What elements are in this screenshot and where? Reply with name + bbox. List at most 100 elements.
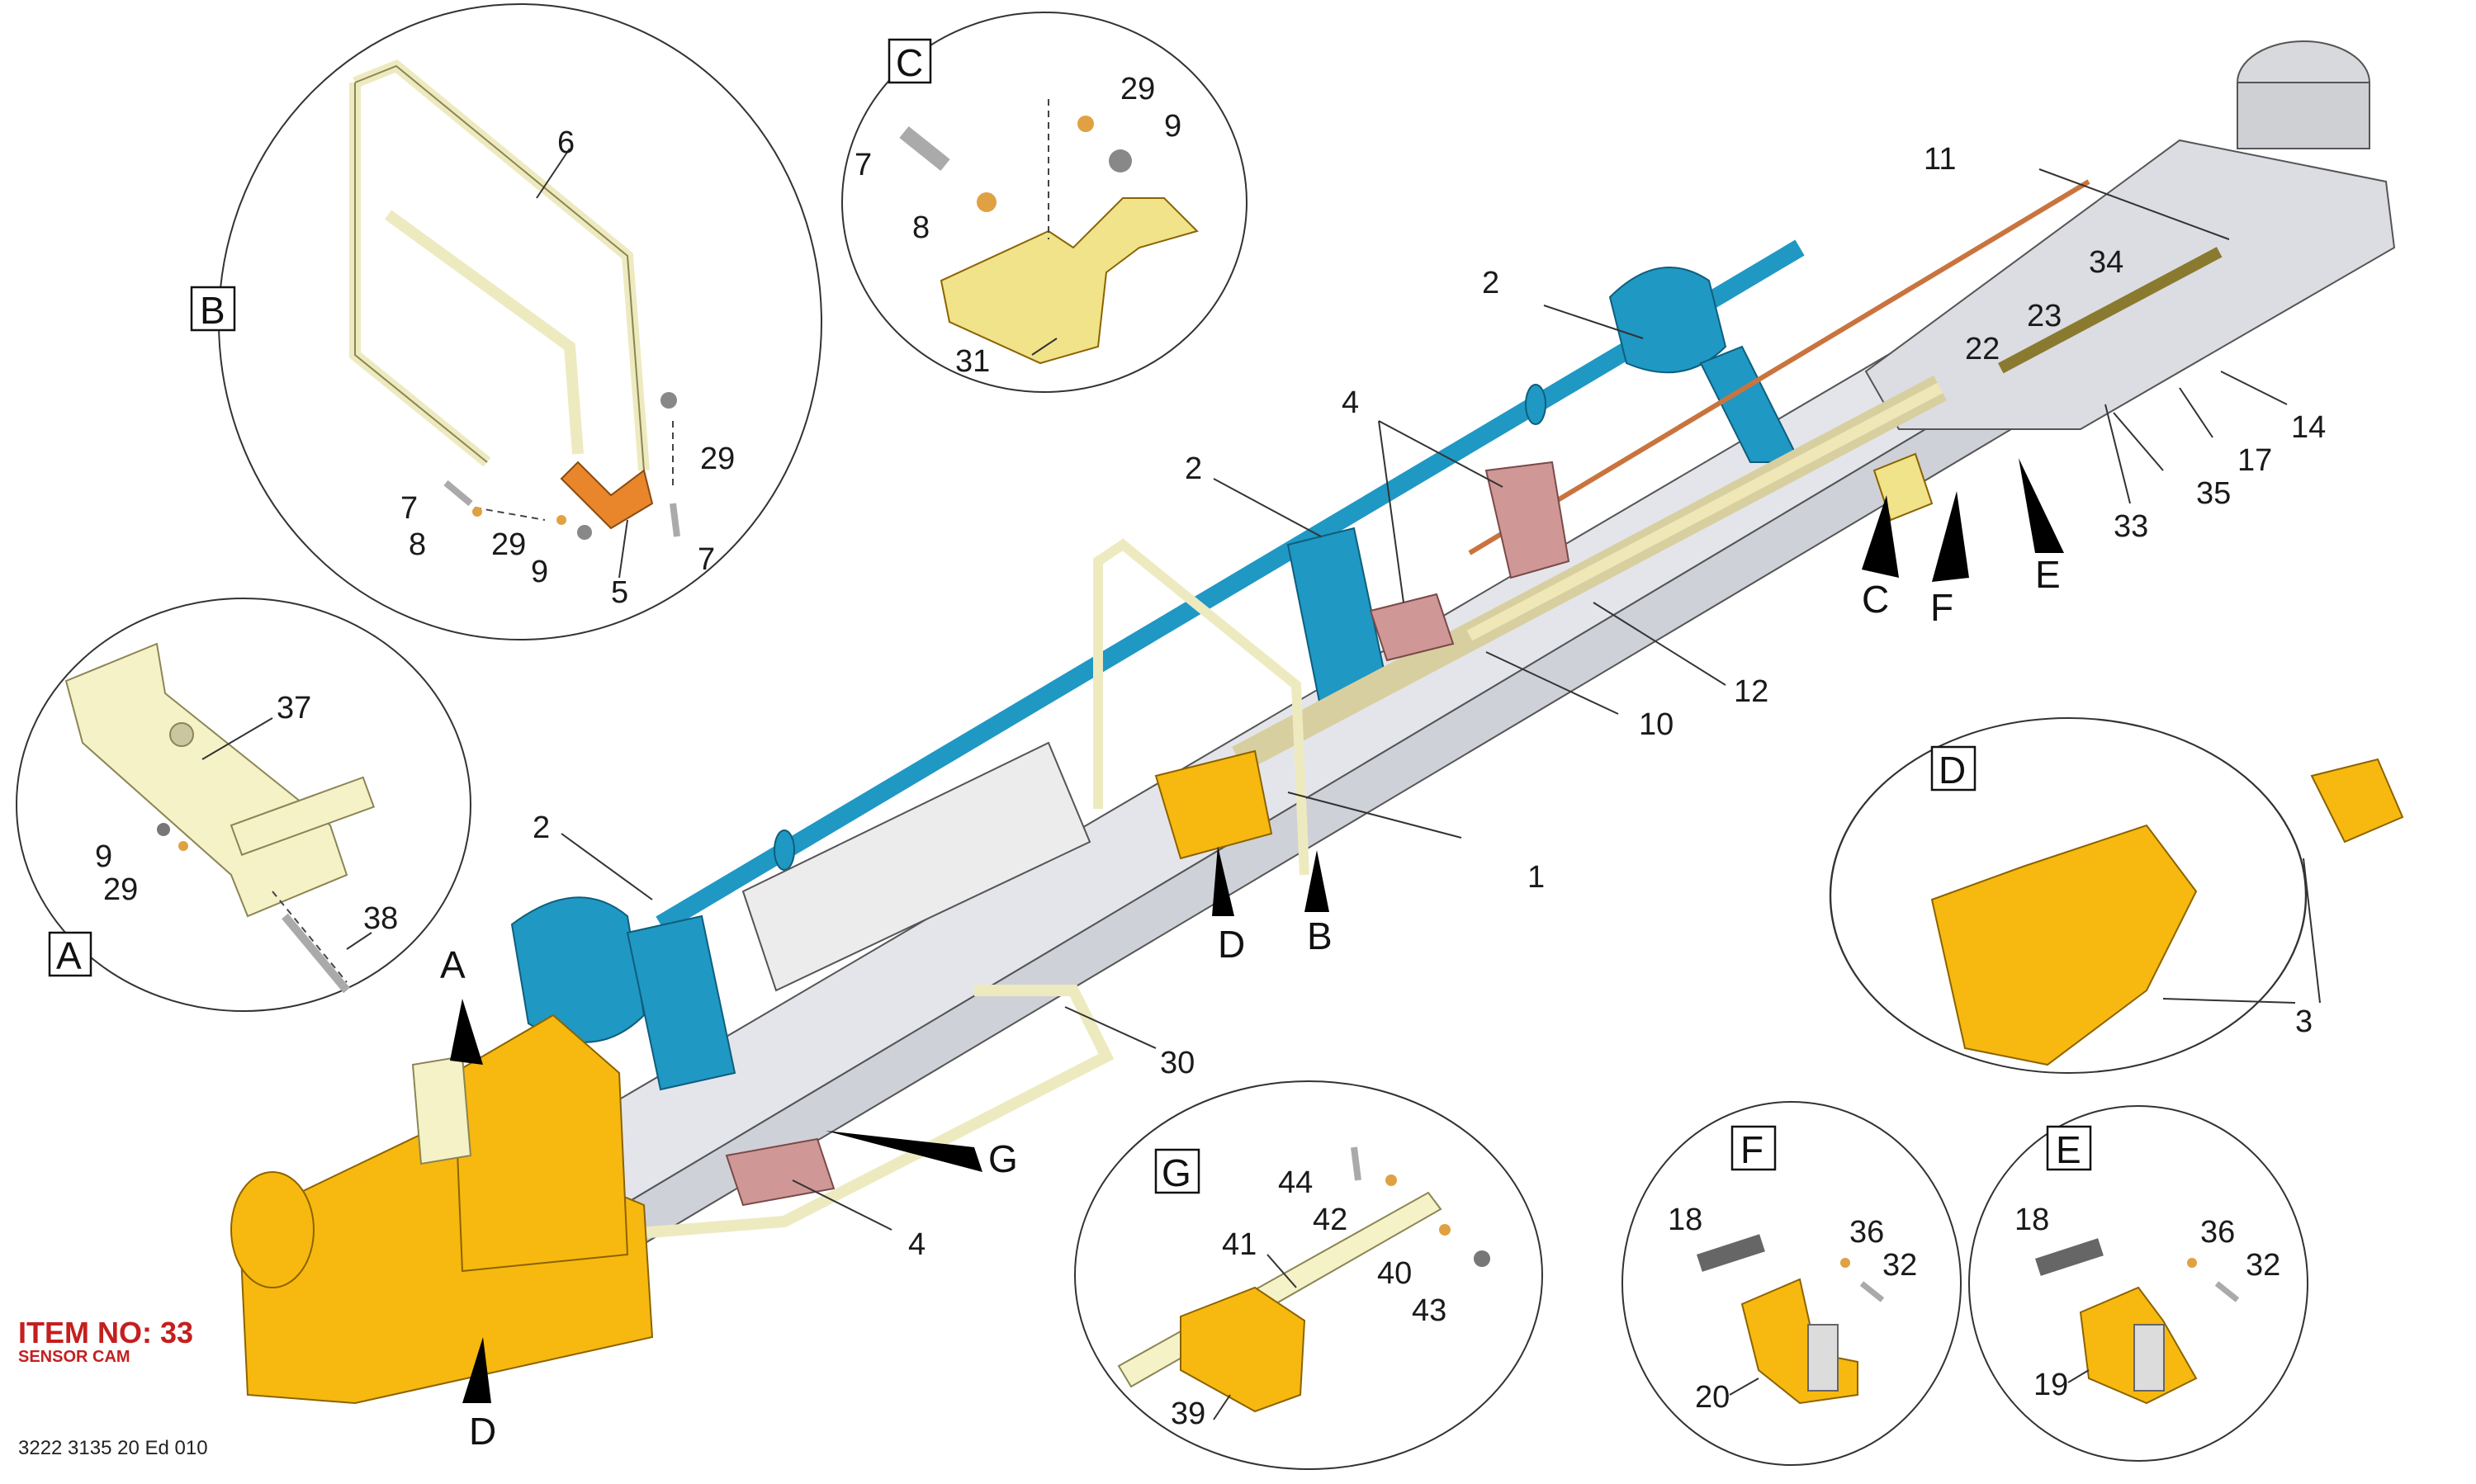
leader-38 [346, 932, 372, 950]
callout-38: 38 [363, 901, 398, 936]
callout-1: 1 [1527, 860, 1545, 895]
callout-6: 6 [557, 125, 575, 160]
callout-4b: 4 [908, 1227, 926, 1262]
nut-43 [1474, 1250, 1490, 1267]
arrow-marker-G [826, 1131, 982, 1172]
callout-42: 42 [1313, 1203, 1347, 1237]
detail-G-label: G [1162, 1151, 1191, 1194]
callout-18b: 18 [2014, 1203, 2049, 1237]
callout-18a: 18 [1668, 1203, 1702, 1237]
callout-8b: 8 [912, 210, 930, 245]
callout-29d: 29 [1120, 72, 1155, 106]
callout-3: 3 [2295, 1004, 2313, 1039]
leader-4a-2 [1378, 420, 1503, 488]
detail-E-circle [1968, 1105, 2308, 1462]
callout-14: 14 [2291, 410, 2326, 445]
nut-B-9 [577, 525, 592, 540]
callout-33: 33 [2114, 509, 2148, 544]
detail-E: E 18 19 36 32 [1968, 1105, 2308, 1462]
bolt-32E [2214, 1281, 2240, 1302]
bolt-C-7 [899, 125, 950, 172]
sensor-cam-bracket [1180, 1286, 1306, 1413]
callout-44: 44 [1278, 1165, 1313, 1200]
bolt-B-left [443, 480, 473, 507]
leader-12 [1593, 602, 1726, 686]
arrow-marker-E [2019, 458, 2064, 553]
detail-D-plate [2310, 758, 2404, 844]
detail-B: B 6 29 7 7 8 29 9 5 [190, 3, 822, 640]
guard-rail-outline [354, 64, 645, 471]
detail-G: G 41 44 42 40 43 39 [1074, 1080, 1543, 1470]
callout-43: 43 [1412, 1293, 1446, 1328]
leader-2c [561, 833, 653, 900]
callout-7a: 7 [400, 491, 418, 526]
arrow-label-C: C [1862, 578, 1889, 621]
leader-20 [1729, 1378, 1759, 1396]
bolt-32F [1859, 1281, 1885, 1302]
sensor-F [1807, 1324, 1839, 1392]
callout-7b: 7 [698, 542, 715, 577]
leader-30 [1064, 1006, 1157, 1049]
support-plate [230, 776, 376, 856]
clamp-rear [1484, 461, 1570, 579]
arrow-marker-F [1932, 491, 1969, 582]
detail-D-label-box [1930, 745, 1977, 792]
hose-support-collar-1 [774, 829, 795, 871]
arrow-label-A: A [440, 943, 466, 986]
callout-32b: 32 [2246, 1248, 2280, 1283]
callout-9c: 9 [1164, 109, 1181, 144]
detail-A-label: A [56, 934, 82, 977]
callout-19: 19 [2033, 1368, 2068, 1402]
callout-39: 39 [1171, 1397, 1205, 1431]
bracket-hole [169, 722, 194, 747]
spacer-F [1696, 1234, 1765, 1272]
washer-C-29 [1077, 116, 1094, 132]
centralizer-lower [626, 915, 736, 1091]
arrow-label-D-mid: D [1218, 923, 1245, 966]
leader-6 [536, 148, 570, 199]
washer-A [178, 841, 188, 851]
detail-C: C 31 7 8 29 9 [841, 12, 1247, 393]
feed-motor [1608, 267, 1727, 374]
hose-drum-body [2237, 82, 2370, 149]
leader-11 [2038, 168, 2230, 240]
callout-35: 35 [2196, 476, 2231, 511]
arrow-marker-D-mid [1212, 846, 1234, 916]
hose-reel-motor [510, 896, 646, 1043]
callout-17: 17 [2237, 443, 2272, 478]
washer-B-29 [556, 515, 566, 525]
step-frame [577, 985, 1115, 1244]
arrow-label-B: B [1307, 915, 1333, 957]
callout-7c: 7 [855, 148, 872, 182]
callout-29a: 29 [103, 872, 138, 907]
callout-4a: 4 [1342, 385, 1359, 420]
leader-2b [1213, 478, 1322, 537]
leader-4b [792, 1179, 892, 1231]
leader-39 [1213, 1394, 1231, 1420]
main-assembly [230, 40, 2396, 1405]
leader-5 [618, 519, 628, 579]
feed-cylinder-rod [1466, 382, 1943, 641]
nut-C-9 [1109, 149, 1132, 173]
leader-10 [1485, 651, 1619, 715]
arrow-marker-B [1304, 850, 1329, 912]
callout-36b: 36 [2200, 1215, 2235, 1250]
hose-support-collar-2 [1525, 384, 1546, 425]
callout-40: 40 [1377, 1256, 1412, 1291]
detail-C-label: C [896, 41, 923, 84]
washer-C-8 [977, 192, 997, 212]
detail-F-label-box [1730, 1125, 1777, 1171]
detail-E-label-box [2046, 1125, 2092, 1171]
callout-36a: 36 [1849, 1215, 1884, 1250]
washer-36F [1840, 1258, 1850, 1268]
detail-C-label-box [888, 38, 932, 84]
dash-bolt-A [272, 891, 348, 983]
callout-29c: 29 [491, 527, 526, 562]
leader-33 [2104, 404, 2131, 504]
main-callouts: 1 2 2 2 4 4 10 11 12 22 23 34 14 17 35 3… [533, 142, 2326, 1262]
callout-31: 31 [955, 344, 990, 379]
mid-support [1154, 749, 1273, 860]
leader-35 [2113, 412, 2164, 471]
detail-F-label: F [1740, 1128, 1763, 1171]
leader-3 [2303, 858, 2321, 1004]
